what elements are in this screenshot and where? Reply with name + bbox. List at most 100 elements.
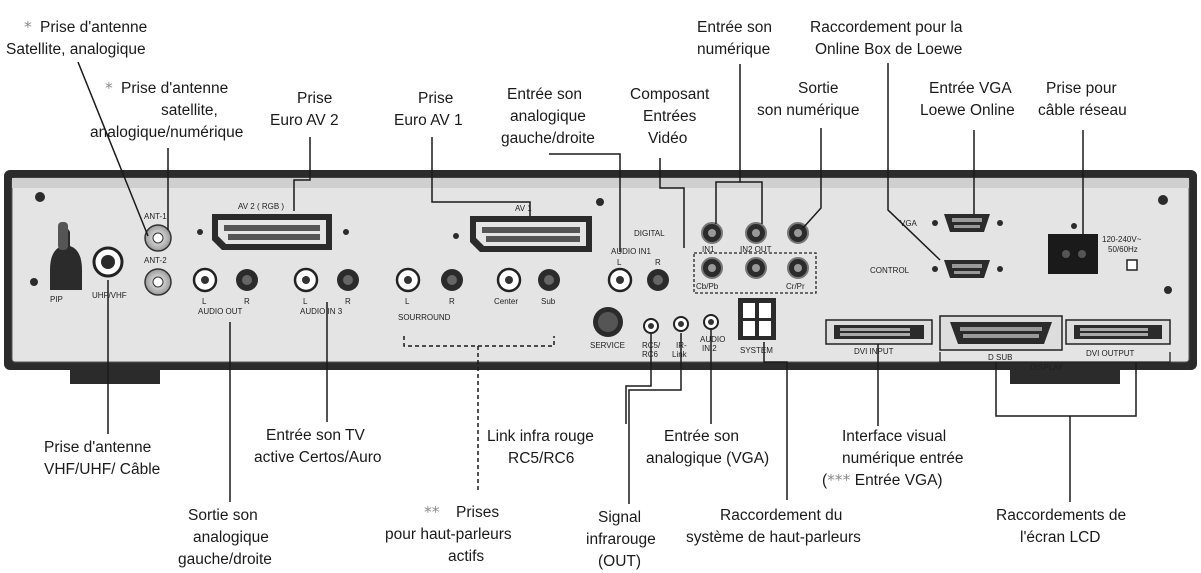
ant-sat-num-star: * <box>105 79 113 97</box>
ant-sat-analog-star: * <box>24 18 32 36</box>
ant-sat-num-line1: Prise d'antenne <box>121 80 228 97</box>
ir-link-line2: RC5/RC6 <box>508 450 574 467</box>
d-sub-label: D SUB <box>988 353 1012 362</box>
in2-out-label: IN2 OUT <box>740 245 772 254</box>
surround-l: L <box>405 297 410 306</box>
audio-in1-r: R <box>655 258 661 267</box>
callouts-bottom: Prise d'antenne VHF/UHF/ Câble Entrée so… <box>44 427 1126 570</box>
audio-vga-line2: analogique (VGA) <box>646 450 769 467</box>
speaker-sys-line1: Raccordement du <box>720 507 842 524</box>
right-foot <box>1010 370 1120 384</box>
center-label: Center <box>494 297 518 306</box>
dvi-in-line1: Interface visual <box>842 428 946 445</box>
audio-in2-jack: AUDIO IN 2 <box>700 314 725 353</box>
audio-in1-l: L <box>617 258 622 267</box>
screw <box>596 198 604 206</box>
euro-av2-line1: Prise <box>297 90 332 107</box>
control-label: CONTROL <box>870 266 910 275</box>
cr-pr-label: Cr/Pr <box>786 282 805 291</box>
digital-label: DIGITAL <box>634 229 665 238</box>
euro-av1-line1: Prise <box>418 90 453 107</box>
audio-in3-label: AUDIO IN 3 <box>300 307 343 316</box>
ant-sat-num-line3: analogique/numérique <box>90 124 243 141</box>
surround-label: SOURROUND <box>398 313 451 322</box>
surround-r: R <box>449 297 455 306</box>
dvi-in-line3: (*** Entrée VGA) <box>822 471 943 489</box>
audio-out-label: AUDIO OUT <box>198 307 243 316</box>
dvi-output-connector: DVI OUTPUT <box>1065 319 1171 358</box>
tv-sound-line2: active Certos/Auro <box>254 449 382 466</box>
lcd-line2: l'écran LCD <box>1020 529 1101 546</box>
audio-in3-l: L <box>303 297 308 306</box>
component-line3: Vidéo <box>648 130 687 147</box>
in2-label: IN 2 <box>702 344 717 353</box>
d-sub-connector: D SUB <box>939 315 1063 362</box>
ant2-label: ANT-2 <box>144 256 167 265</box>
pip-connector: PIP <box>50 222 82 304</box>
left-foot <box>70 370 160 384</box>
screw <box>1158 195 1168 205</box>
speakers-star: ** <box>424 503 440 521</box>
audio-out-r: R <box>244 297 250 306</box>
system-connector: SYSTEM <box>738 298 776 355</box>
euro-av2-line2: Euro AV 2 <box>270 112 339 129</box>
audio-vga-line1: Entrée son <box>664 428 739 445</box>
audio-out-line1: Sortie son <box>188 507 258 524</box>
speakers-line2: pour haut-parleurs <box>385 526 512 543</box>
control-connector: CONTROL <box>870 260 1003 278</box>
vga-in-line2: Loewe Online <box>920 102 1015 119</box>
center-sub-rca: Center Sub <box>494 267 560 306</box>
surround-rca: L R SOURROUND <box>395 267 463 322</box>
component-line1: Composant <box>630 86 710 103</box>
tv-sound-line1: Entrée son TV <box>266 427 365 444</box>
ant-sat-analog-line1: Prise d'antenne <box>40 19 147 36</box>
display-label: DISPLAY <box>1030 363 1064 372</box>
network-line2: câble réseau <box>1038 102 1127 119</box>
scart-av1: AV 1 <box>453 204 592 252</box>
screw <box>1164 286 1172 294</box>
screw <box>30 278 38 286</box>
online-box-line2: Online Box de Loewe <box>815 41 962 58</box>
audio-in-lr-line2: analogique <box>510 108 586 125</box>
vhf-line2: VHF/UHF/ Câble <box>44 461 160 478</box>
network-line1: Prise pour <box>1046 80 1117 97</box>
vhf-line1: Prise d'antenne <box>44 439 151 456</box>
service-label: SERVICE <box>590 341 625 350</box>
audio-out-rca: L R AUDIO OUT <box>192 267 258 316</box>
vga-label: VGA <box>900 219 918 228</box>
digital-component-block: DIGITAL IN1 IN2 OUT Cb/Pb Cr/Pr <box>634 222 817 294</box>
dvi-in-line2: numérique entrée <box>842 450 964 467</box>
digital-out-line2: son numérique <box>757 102 860 119</box>
speakers-line3: actifs <box>448 548 484 565</box>
ant-sat-num-line2: satellite, <box>161 102 218 119</box>
device-rear-panel <box>4 170 1197 384</box>
audio-in3-rca: L R AUDIO IN 3 <box>293 267 359 316</box>
audio-in1-rca: AUDIO IN1 L R <box>607 247 669 293</box>
vga-connector: VGA <box>900 214 1003 232</box>
scart-av2: AV 2 ( RGB ) <box>197 202 349 250</box>
pip-label: PIP <box>50 295 63 304</box>
component-line2: Entrées <box>643 108 697 125</box>
online-box-line1: Raccordement pour la <box>810 19 963 36</box>
audio-in2-label: AUDIO <box>700 335 725 344</box>
digital-in-line1: Entrée son <box>697 19 772 36</box>
vga-in-line1: Entrée VGA <box>929 80 1012 97</box>
digital-in-line2: numérique <box>697 41 770 58</box>
callouts-top: * Prise d'antenne Satellite, analogique … <box>6 18 1127 147</box>
speaker-sys-line2: système de haut-parleurs <box>686 529 861 546</box>
uhf-vhf-label: UHF/VHF <box>92 291 127 300</box>
dvi-output-label: DVI OUTPUT <box>1086 349 1135 358</box>
euro-av1-line2: Euro AV 1 <box>394 112 463 129</box>
audio-out-line2: analogique <box>193 529 269 546</box>
digital-out-line1: Sortie <box>798 80 839 97</box>
audio-in3-r: R <box>345 297 351 306</box>
audio-in-lr-line3: gauche/droite <box>501 130 595 147</box>
dvi-input-connector: DVI INPUT <box>825 319 933 356</box>
audio-out-l: L <box>202 297 207 306</box>
audio-in-lr-line1: Entrée son <box>507 86 582 103</box>
power-connector: 120-240V~ 50/60Hz <box>1048 223 1142 274</box>
satellite-antenna-connectors: ANT-1 ANT-2 <box>144 212 172 296</box>
service-connector: SERVICE <box>590 307 625 350</box>
cb-pb-label: Cb/Pb <box>696 282 719 291</box>
